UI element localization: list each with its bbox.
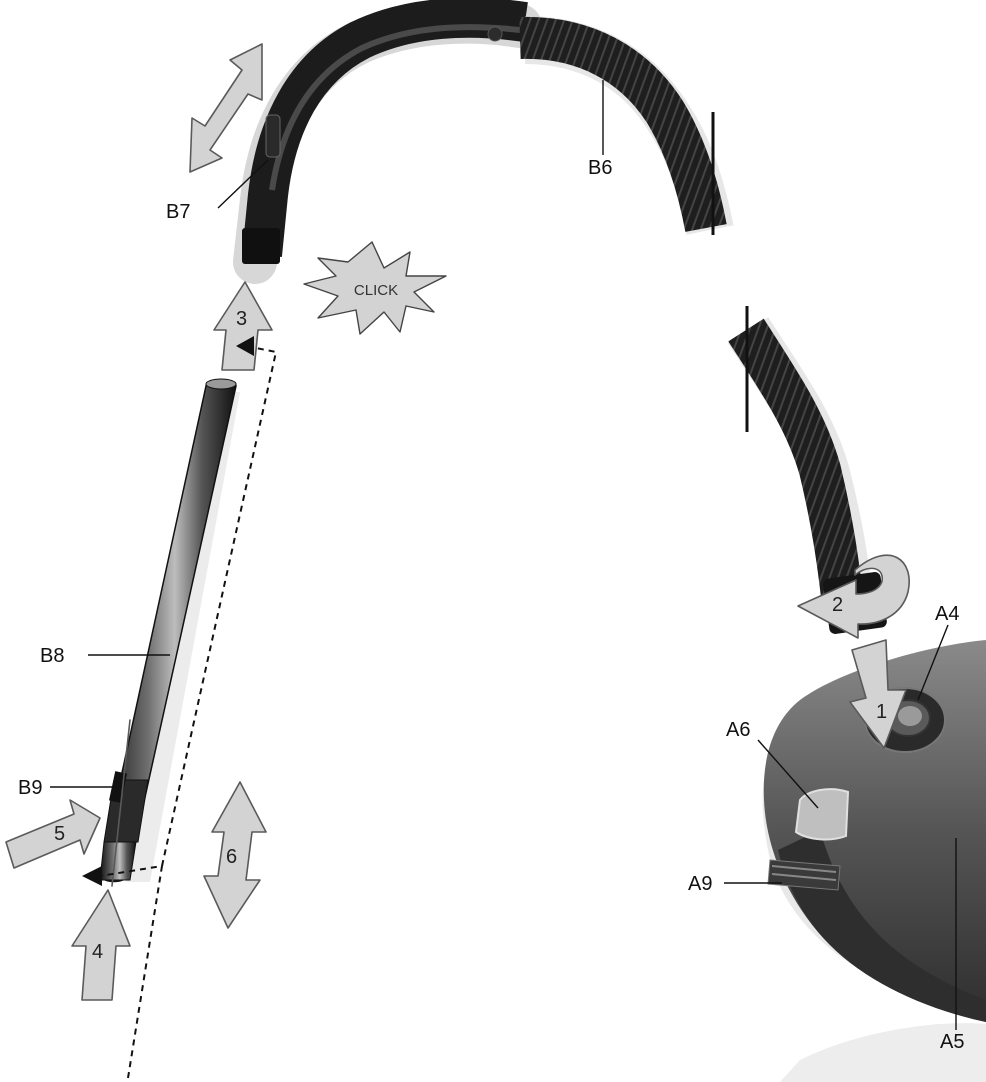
hose-handle-icon xyxy=(242,18,525,264)
label-a6: A6 xyxy=(726,719,750,741)
label-b7: B7 xyxy=(166,201,190,223)
label-b6: B6 xyxy=(588,157,612,179)
step-3-number: 3 xyxy=(236,308,247,330)
label-a4: A4 xyxy=(935,603,959,625)
click-burst-icon: CLICK xyxy=(304,242,446,334)
label-b8: B8 xyxy=(40,645,64,667)
step-6-number: 6 xyxy=(226,846,237,868)
flexible-hose-icon xyxy=(520,38,888,635)
step-2-number: 2 xyxy=(832,594,843,616)
step-5-arrow-icon xyxy=(6,800,100,868)
step-5-number: 5 xyxy=(54,823,65,845)
label-a9: A9 xyxy=(688,873,712,895)
label-b9: B9 xyxy=(18,777,42,799)
step-4-number: 4 xyxy=(92,941,103,963)
label-a5: A5 xyxy=(940,1031,964,1053)
step-1-number: 1 xyxy=(876,701,887,723)
click-text: CLICK xyxy=(354,282,398,299)
